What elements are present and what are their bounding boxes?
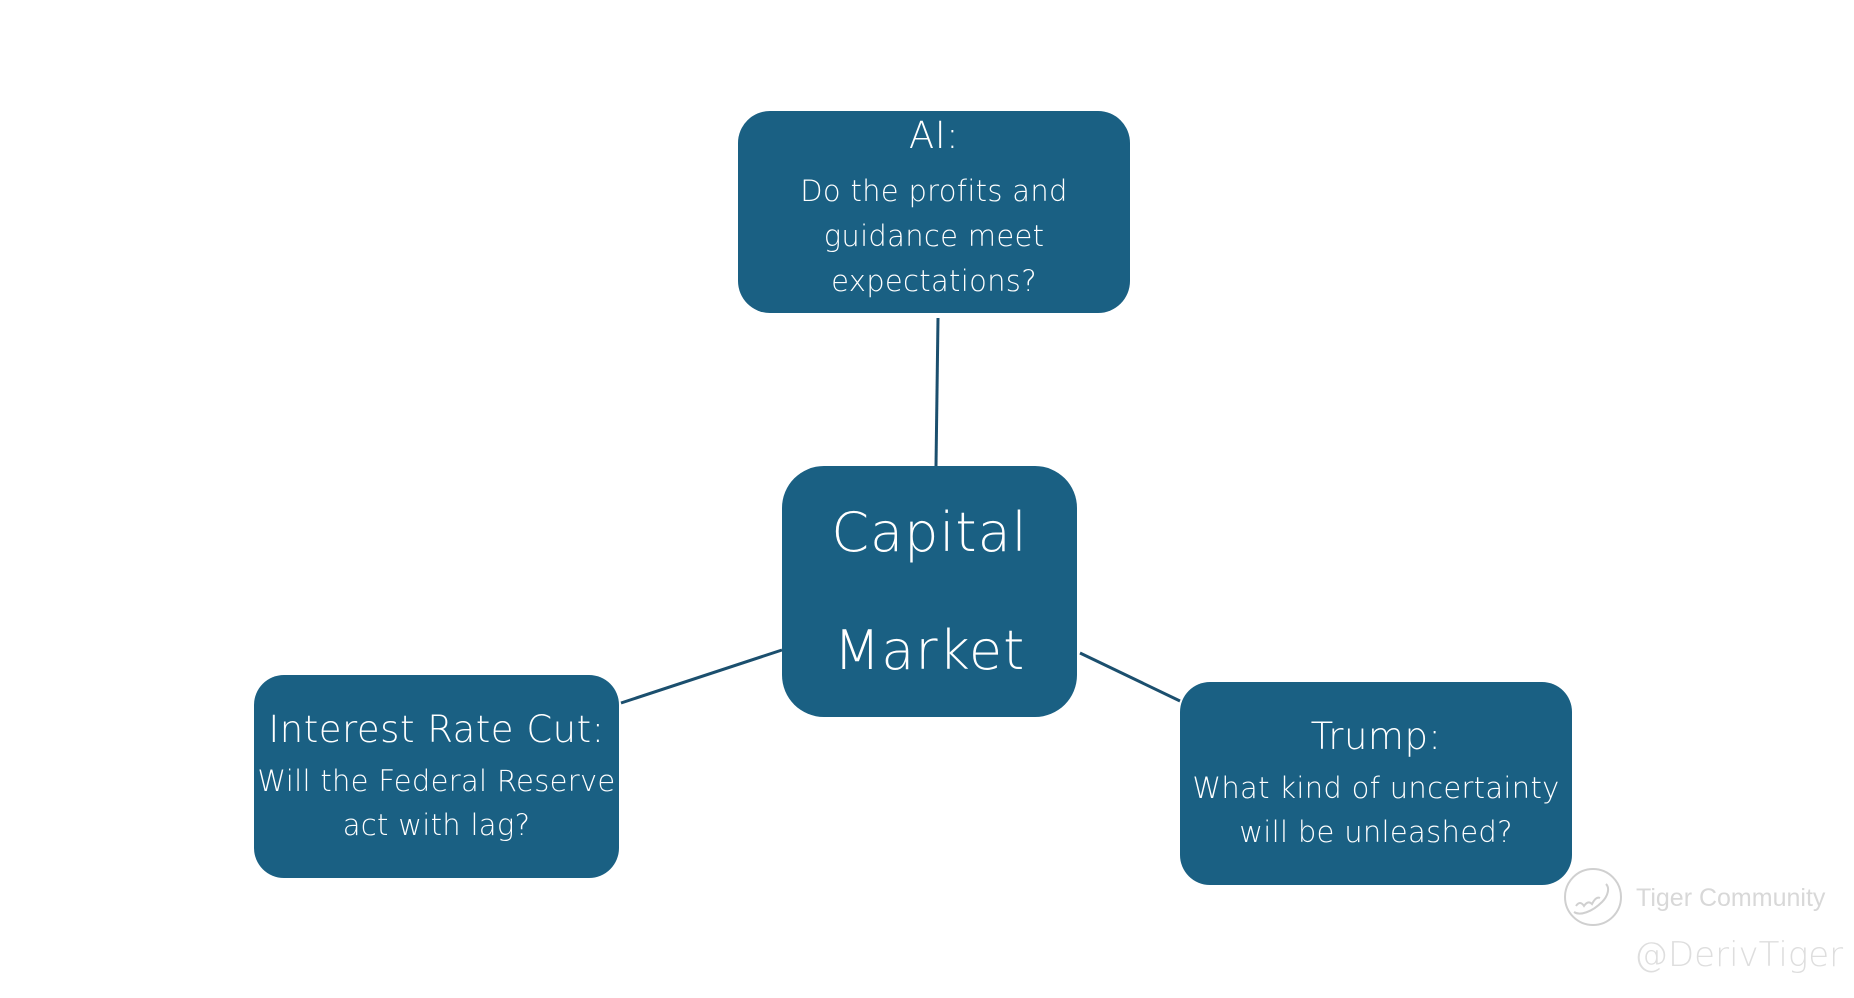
center-line: Capital (831, 500, 1028, 564)
node-interest-rate-cut: Interest Rate Cut: Will the Federal Rese… (254, 675, 619, 878)
watermark-brand: Tiger Community (1636, 884, 1826, 912)
node-ai-line: guidance meet (823, 219, 1045, 253)
node-trump-line: will be unleashed? (1239, 814, 1513, 849)
edge-center-ai (934, 317, 940, 467)
node-rate-title: Interest Rate Cut: (268, 707, 605, 751)
node-trump-line: What kind of uncertainty (1192, 770, 1560, 805)
center-line: Market (833, 618, 1026, 682)
node-ai-title: AI: (908, 114, 960, 157)
edge-center-trump (1079, 651, 1181, 703)
node-trump-body: What kind of uncertainty will be unleash… (1192, 766, 1559, 854)
node-ai-body: Do the profits and guidance meet expecta… (800, 169, 1067, 304)
edge-center-interest-rate-cut (620, 648, 783, 705)
node-rate-line: Will the Federal Reserve (257, 763, 616, 798)
node-ai-line: expectations? (831, 264, 1037, 298)
node-trump: Trump: What kind of uncertainty will be … (1180, 682, 1572, 885)
watermark-handle: @DerivTiger (1634, 935, 1844, 975)
node-ai-line: Do the profits and (800, 174, 1068, 208)
node-trump-title: Trump: (1310, 714, 1442, 758)
node-ai: AI: Do the profits and guidance meet exp… (738, 111, 1130, 313)
node-capital-market: Capital Market (782, 466, 1077, 717)
tiger-community-logo-icon (1562, 866, 1624, 928)
node-rate-line: act with lag? (342, 807, 531, 842)
node-rate-body: Will the Federal Reserve act with lag? (257, 759, 615, 847)
